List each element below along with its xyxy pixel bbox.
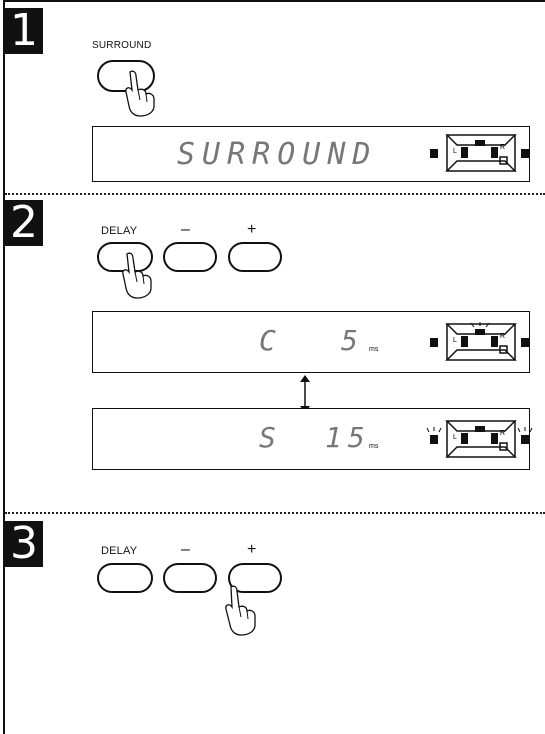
divider-1: [5, 193, 545, 195]
display-left-value: S: [259, 421, 282, 454]
display-unit: ms: [369, 443, 379, 450]
delay-button-label: DELAY: [101, 225, 138, 237]
top-border: [3, 0, 545, 2]
speaker-left-label: L: [453, 434, 457, 441]
plus-button-label: +: [247, 541, 257, 558]
display-panel-2b: S 15 ms L R: [92, 408, 533, 470]
plus-button[interactable]: [228, 563, 282, 593]
plus-button[interactable]: [228, 242, 282, 272]
display-left-value: C: [259, 324, 282, 357]
step-3-number: 3: [5, 521, 43, 567]
finger-press-icon: [225, 585, 256, 636]
speaker-layout-icon: L R: [426, 420, 533, 458]
plus-button-label: +: [247, 221, 257, 238]
speaker-layout-icon: L R: [430, 322, 529, 361]
speaker-layout-icon: L R: [430, 134, 529, 172]
display-right-value: 5: [341, 324, 364, 357]
display-unit: ms: [369, 346, 379, 353]
speaker-right-label: R: [500, 333, 505, 340]
minus-button-label: –: [181, 221, 190, 238]
minus-button-label: –: [181, 541, 190, 558]
display-panel-1: SURROUND L R: [92, 126, 530, 182]
display-right-value: 15: [325, 421, 371, 454]
divider-2: [5, 512, 545, 514]
step-2-number: 2: [5, 200, 43, 246]
minus-button[interactable]: [163, 242, 217, 272]
display-text: SURROUND: [177, 137, 378, 172]
minus-button[interactable]: [163, 563, 217, 593]
speaker-right-label: R: [500, 144, 505, 151]
finger-press-icon: [122, 252, 152, 299]
speaker-right-label: R: [500, 430, 505, 437]
display-panel-2a: C 5 ms L R: [92, 311, 530, 373]
surround-button-label: SURROUND: [92, 40, 152, 51]
step-1-number: 1: [5, 8, 43, 54]
speaker-left-label: L: [453, 337, 457, 344]
speaker-left-label: L: [453, 148, 457, 155]
finger-press-icon: [125, 70, 155, 117]
delay-button-label: DELAY: [101, 545, 138, 557]
delay-button[interactable]: [97, 563, 153, 593]
left-border: [3, 0, 5, 734]
